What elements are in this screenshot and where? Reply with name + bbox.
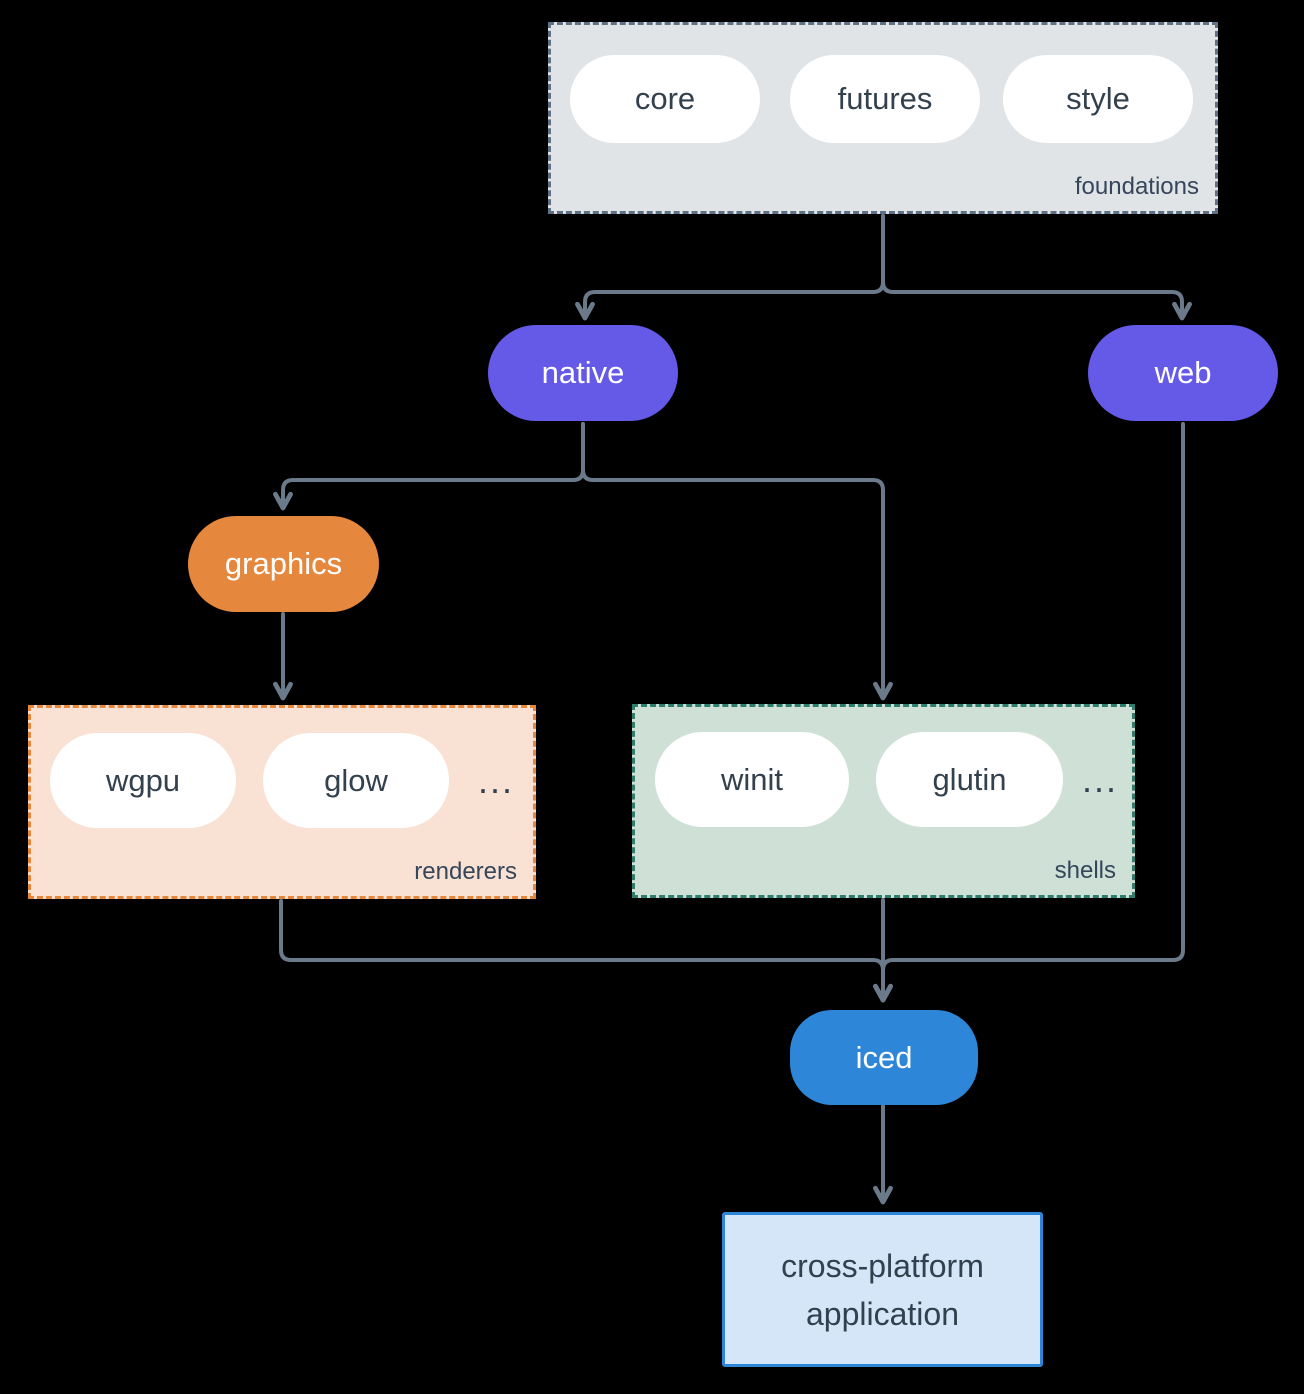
node-core: core — [570, 55, 760, 143]
group-foundations-label: foundations — [1074, 173, 1199, 200]
node-native: native — [488, 325, 678, 421]
node-wgpu: wgpu — [50, 733, 236, 828]
node-winit: winit — [655, 732, 849, 827]
group-shells: winit glutin ... shells — [632, 704, 1135, 898]
renderers-ellipsis: ... — [477, 759, 514, 801]
node-web: web — [1088, 325, 1278, 421]
shells-ellipsis: ... — [1081, 758, 1118, 800]
group-foundations: core futures style foundations — [548, 22, 1218, 214]
node-graphics: graphics — [188, 516, 379, 612]
node-glow: glow — [263, 733, 449, 828]
node-style: style — [1003, 55, 1193, 143]
edge-native-shells — [581, 422, 893, 701]
group-renderers: wgpu glow ... renderers — [28, 705, 536, 899]
edge-renderers-iced — [279, 899, 893, 1003]
edge-native-graphics — [273, 422, 585, 511]
node-iced: iced — [790, 1010, 978, 1105]
group-shells-label: shells — [1054, 857, 1116, 884]
group-renderers-label: renderers — [414, 858, 517, 885]
edge-foundations-web — [881, 214, 1192, 321]
node-futures: futures — [790, 55, 980, 143]
node-glutin: glutin — [876, 732, 1063, 827]
edge-foundations-native — [575, 214, 885, 321]
node-cross-platform-application: cross-platform application — [722, 1212, 1043, 1367]
